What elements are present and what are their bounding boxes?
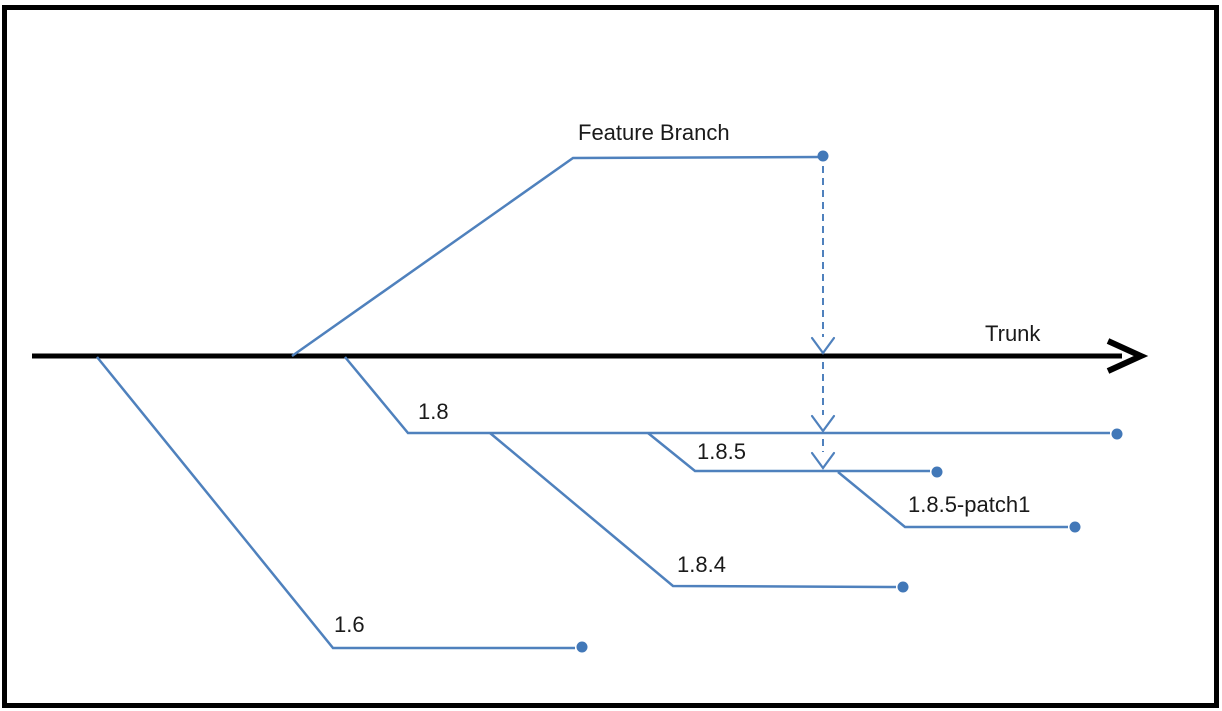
branch-184-head-dot (897, 581, 909, 593)
branch-185patch1-label: 1.8.5-patch1 (908, 492, 1030, 517)
trunk-arrowhead-icon (1106, 338, 1149, 374)
branch-185-head-dot (931, 466, 943, 478)
merge-arrow-to-185-arrowhead-icon (810, 451, 836, 470)
branch-16-line (96, 356, 575, 650)
feature-branch-group: Feature Branch (291, 120, 829, 358)
merge-arrows-group (810, 166, 836, 470)
branch-18-head-dot (1111, 428, 1123, 440)
branch-185-line (647, 432, 930, 473)
branch-18-group: 1.8 (344, 356, 1123, 440)
trunk-label: Trunk (985, 321, 1041, 346)
feature-branch-head-dot (817, 150, 829, 162)
branch-185patch1-head-dot (1069, 521, 1081, 533)
merge-arrow-to-trunk-arrowhead-icon (810, 336, 836, 355)
trunk-group: Trunk (32, 321, 1149, 374)
branch-185patch1-group: 1.8.5-patch1 (837, 471, 1081, 533)
branch-18-line (344, 356, 1110, 435)
branch-16-head-dot (576, 641, 588, 653)
branch-18-label: 1.8 (418, 399, 449, 424)
branch-185patch1-line (837, 471, 1068, 529)
branch-16-group: 1.6 (96, 356, 588, 653)
branch-184-line (489, 432, 897, 589)
feature-branch-line (291, 155, 824, 358)
branch-184-group: 1.8.4 (489, 432, 909, 593)
merge-arrow-to-18-arrowhead-icon (810, 414, 836, 433)
branch-185-group: 1.8.5 (647, 432, 943, 478)
branch-185-label: 1.8.5 (697, 439, 746, 464)
feature-branch-label: Feature Branch (578, 120, 730, 145)
diagram-border (2, 5, 1219, 708)
branch-16-label: 1.6 (334, 612, 365, 637)
branch-184-label: 1.8.4 (677, 552, 726, 577)
